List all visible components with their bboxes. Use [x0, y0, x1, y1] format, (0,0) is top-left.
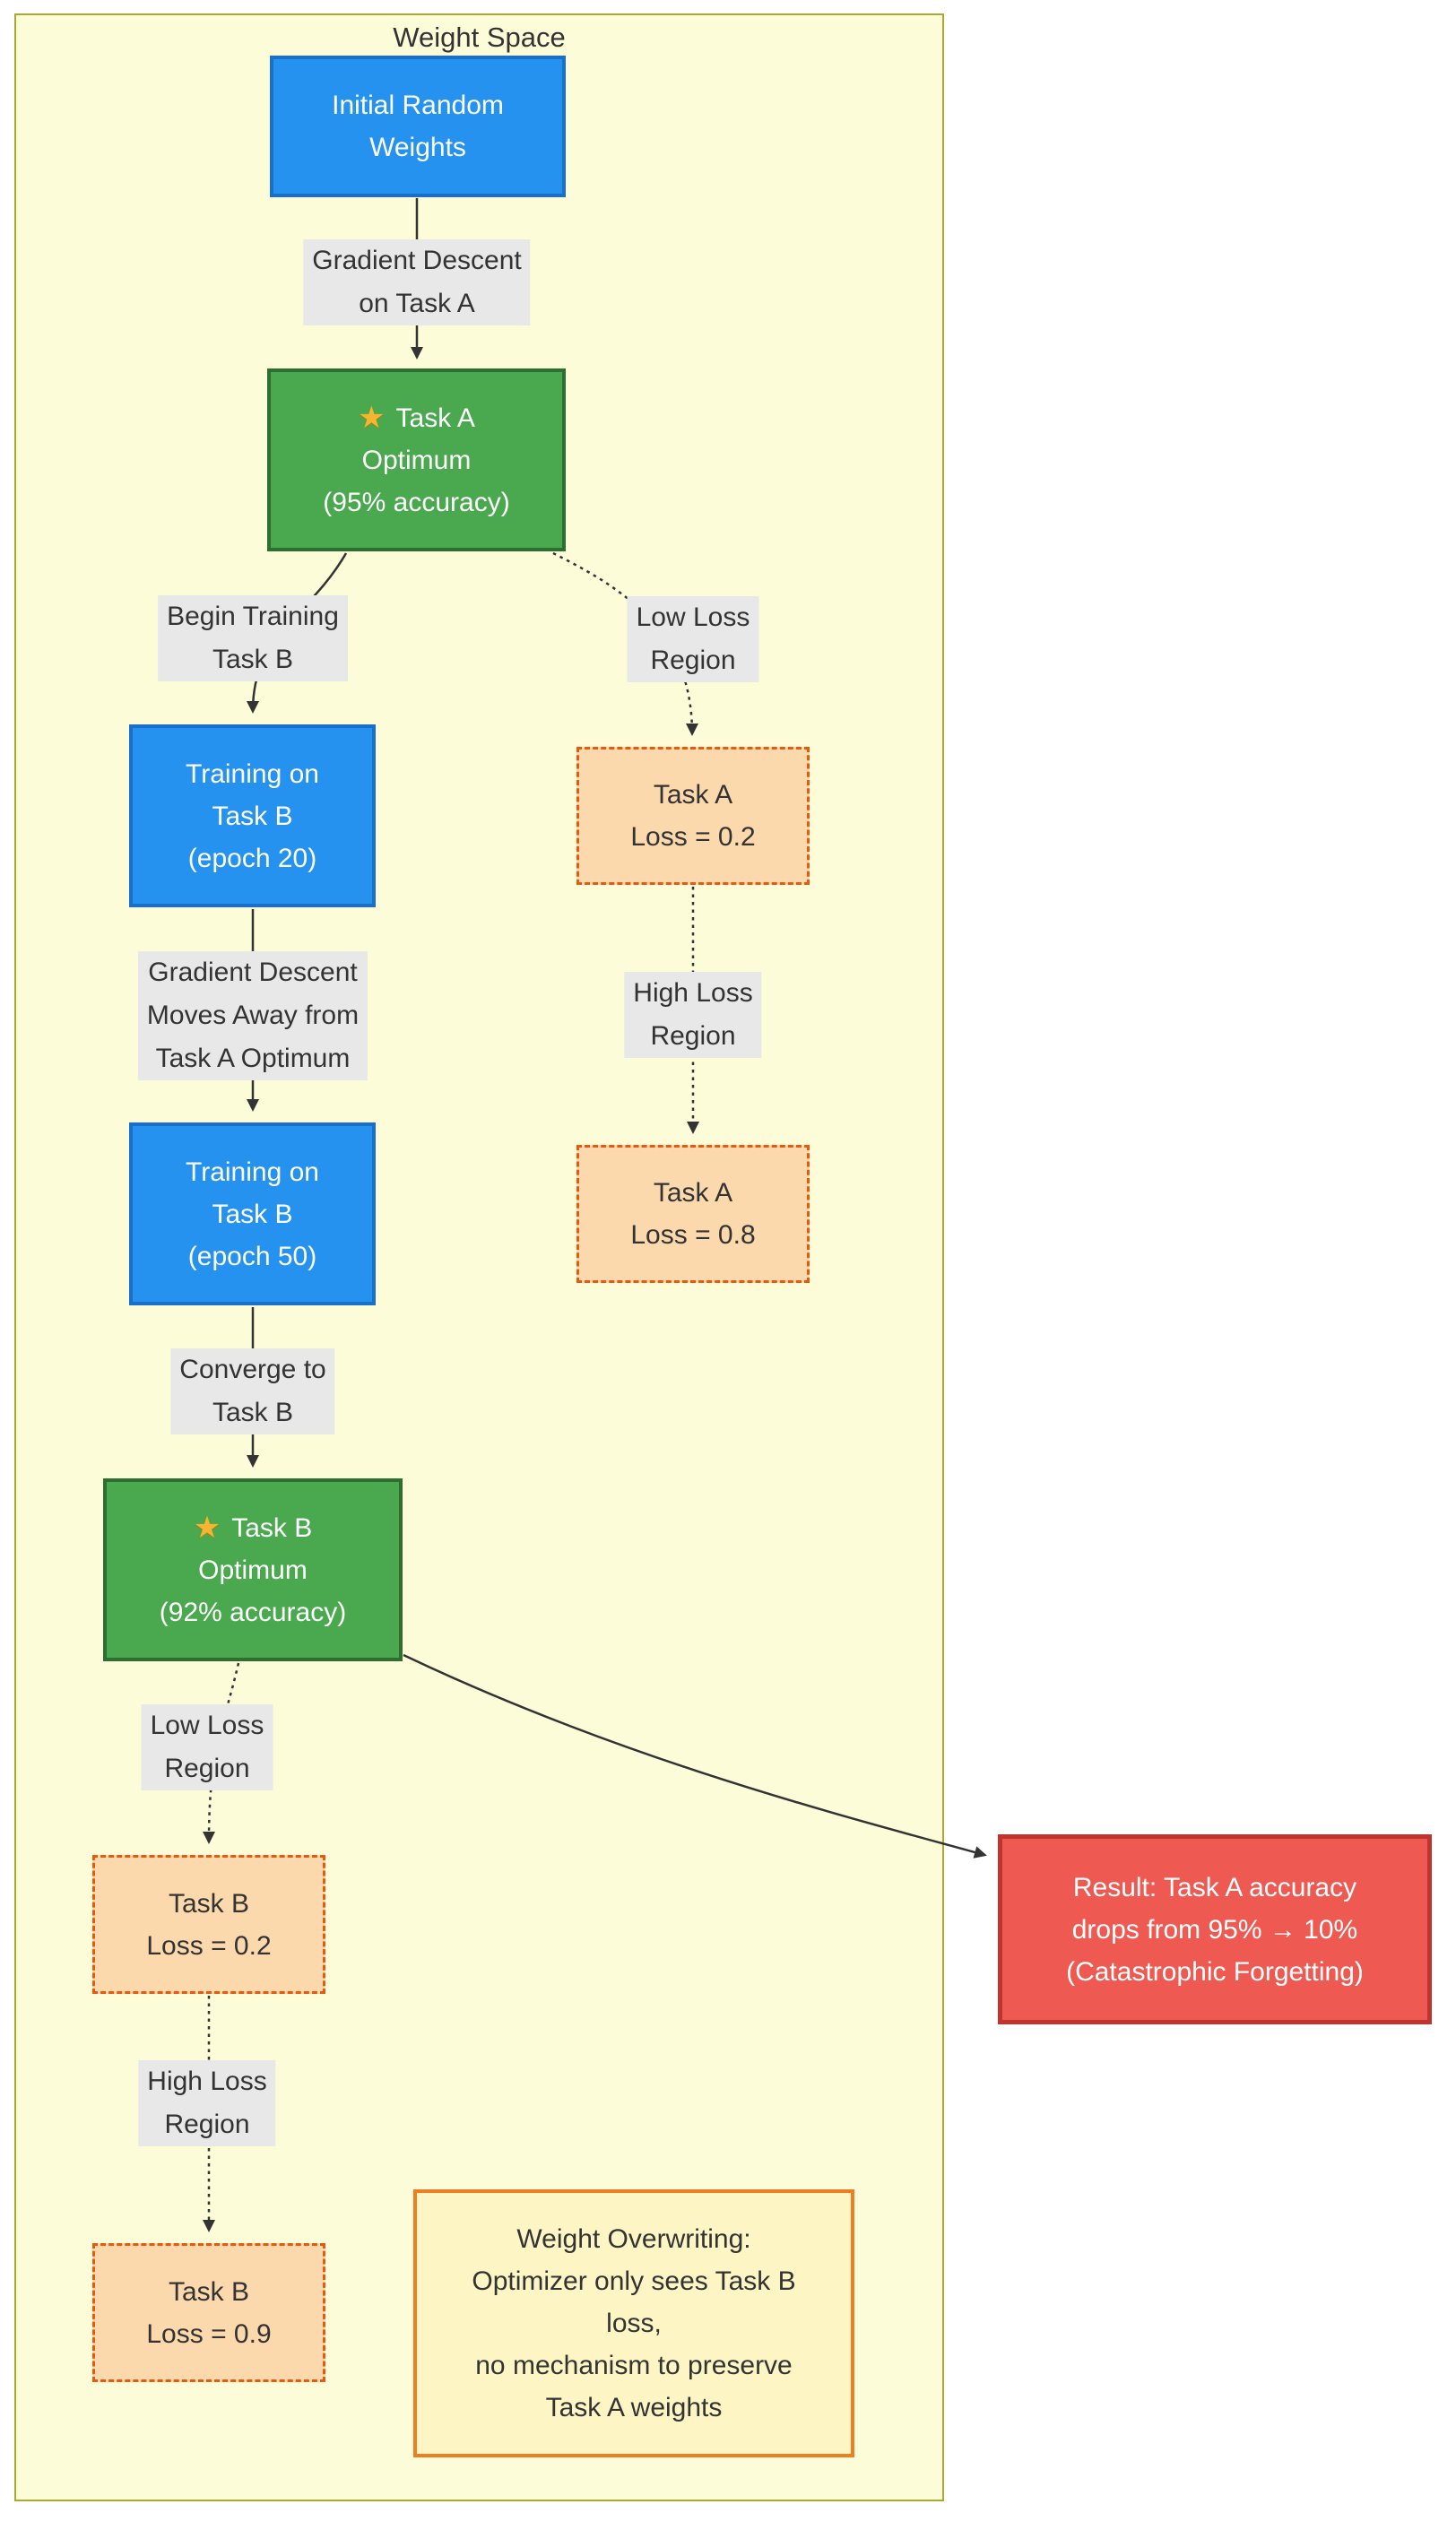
node-line: ★ Task A	[358, 397, 475, 439]
node-initial-random-weights: Initial Random Weights	[270, 56, 566, 197]
node-task-a-loss-0-2: Task A Loss = 0.2	[576, 747, 810, 885]
edge-label-low-loss-region-b: Low Loss Region	[141, 1704, 273, 1790]
edge-label-high-loss-region-b: High Loss Region	[138, 2060, 276, 2146]
node-line-text: Task A	[395, 403, 475, 433]
node-line: (Catastrophic Forgetting)	[1066, 1956, 1364, 1987]
edge-label-gradient-descent-task-a: Gradient Descent on Task A	[303, 239, 531, 325]
star-icon: ★	[193, 1510, 221, 1545]
edge-label-line: Low Loss	[150, 1711, 264, 1740]
node-line: Loss = 0.2	[146, 1930, 272, 1961]
node-task-a-optimum: ★ Task A Optimum (95% accuracy)	[267, 368, 566, 551]
node-line: Loss = 0.2	[630, 822, 756, 852]
edge-label-line: Region	[650, 646, 736, 675]
node-line: Loss = 0.8	[630, 1220, 756, 1250]
node-task-b-optimum: ★ Task B Optimum (92% accuracy)	[103, 1478, 403, 1661]
edge-label-line: Gradient Descent	[312, 246, 522, 275]
edge-label-low-loss-region-a: Low Loss Region	[627, 596, 759, 682]
edge-taskB-optimum-to-result	[403, 1653, 987, 1859]
node-line: ★ Task B	[194, 1507, 313, 1549]
node-line: Task B	[168, 1888, 250, 1919]
edge-label-begin-training-task-b: Begin Training Task B	[158, 595, 348, 681]
node-training-task-b-epoch-20: Training on Task B (epoch 20)	[129, 724, 376, 907]
node-line: Optimum	[361, 445, 472, 475]
node-line: Task A weights	[545, 2393, 723, 2422]
node-line: Task A	[653, 1178, 733, 1208]
edge-label-line: Region	[164, 2110, 250, 2139]
node-training-task-b-epoch-50: Training on Task B (epoch 50)	[129, 1122, 376, 1305]
edge-label-line: Task B	[212, 1398, 294, 1427]
edge-label-line: Low Loss	[636, 602, 750, 632]
edge-label-converge-to-task-b: Converge to Task B	[170, 1348, 335, 1434]
edge-label-line: High Loss	[633, 978, 753, 1008]
node-line: Result: Task A accuracy	[1072, 1872, 1357, 1902]
cluster-title: Weight Space	[393, 22, 566, 53]
node-line: drops from 95% → 10%	[1071, 1914, 1358, 1945]
edge-label-gradient-descent-moves-away: Gradient Descent Moves Away from Task A …	[137, 951, 368, 1080]
node-line: Task B	[212, 1199, 293, 1229]
node-line: no mechanism to preserve	[475, 2351, 793, 2380]
edge-label-line: Begin Training	[167, 602, 339, 631]
node-line: loss,	[606, 2309, 662, 2338]
node-line: Task B	[212, 801, 293, 831]
node-line-text: Task B	[231, 1512, 313, 1543]
node-line: Training on	[186, 758, 319, 789]
node-line: Optimizer only sees Task B	[472, 2266, 796, 2296]
node-line: Optimum	[198, 1555, 308, 1585]
node-line: Weights	[369, 133, 466, 162]
edge-label-line: Region	[164, 1754, 250, 1783]
node-line: (95% accuracy)	[323, 487, 510, 517]
node-result-catastrophic-forgetting: Result: Task A accuracy drops from 95% →…	[998, 1834, 1432, 2024]
node-task-b-loss-0-9: Task B Loss = 0.9	[92, 2243, 325, 2382]
node-task-a-loss-0-8: Task A Loss = 0.8	[576, 1145, 810, 1283]
node-line: Weight Overwriting:	[516, 2224, 751, 2254]
node-line: Initial Random	[332, 91, 504, 120]
edge-label-high-loss-region-a: High Loss Region	[624, 972, 762, 1058]
edge-label-line: Task A Optimum	[155, 1044, 351, 1073]
node-line: (epoch 20)	[187, 843, 317, 873]
edge-label-line: High Loss	[147, 2067, 267, 2096]
node-line: Task A	[653, 780, 733, 810]
node-task-b-loss-0-2: Task B Loss = 0.2	[92, 1855, 325, 1994]
node-line: (92% accuracy)	[159, 1597, 347, 1627]
node-line: Task B	[168, 2276, 250, 2307]
edge-label-line: Gradient Descent	[148, 958, 358, 987]
node-line: Loss = 0.9	[146, 2318, 272, 2349]
edge-label-line: Task B	[212, 645, 294, 674]
star-icon: ★	[358, 400, 386, 435]
node-weight-overwriting-note: Weight Overwriting: Optimizer only sees …	[413, 2189, 854, 2457]
edge-label-line: Moves Away from	[146, 1001, 360, 1030]
node-line: (epoch 50)	[187, 1241, 317, 1271]
edge-label-line: Region	[650, 1021, 736, 1051]
node-line: Training on	[186, 1157, 319, 1187]
edge-label-line: Converge to	[179, 1355, 326, 1384]
edge-label-line: on Task A	[359, 289, 475, 318]
